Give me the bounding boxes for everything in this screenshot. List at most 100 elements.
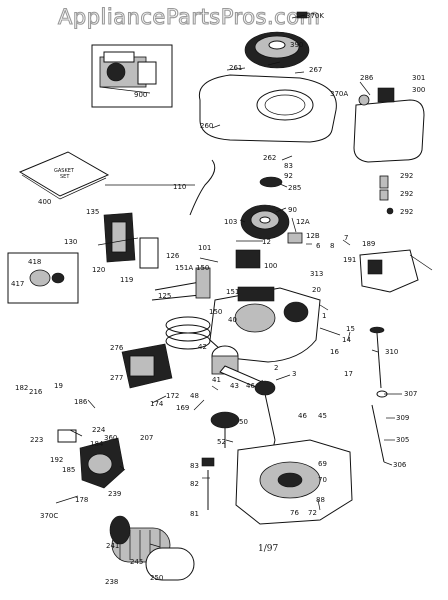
piston-ring-part-3 bbox=[165, 332, 211, 350]
label-82: 82 bbox=[190, 480, 199, 488]
label-135: 135 bbox=[86, 208, 99, 216]
label-50: 50 bbox=[239, 418, 248, 426]
label-223: 223 bbox=[30, 436, 43, 444]
label-400: 400 bbox=[38, 198, 51, 206]
fuel-tank-part bbox=[353, 87, 425, 163]
starter-handle-part bbox=[296, 11, 308, 19]
label-101: 101 bbox=[198, 244, 211, 252]
carburetor-part bbox=[57, 429, 125, 489]
recoil-starter-part bbox=[244, 31, 310, 69]
label-125: 125 bbox=[158, 292, 171, 300]
label-20: 20 bbox=[312, 286, 321, 294]
label-151a: 151A bbox=[175, 264, 193, 272]
label-192: 192 bbox=[50, 456, 63, 464]
piston-part bbox=[211, 345, 263, 389]
part-labels: 370K 390 261 267 370A 286 301 300 900 26… bbox=[11, 12, 425, 586]
label-301: 301 bbox=[412, 74, 425, 82]
label-3: 3 bbox=[292, 370, 296, 378]
leader-lines bbox=[55, 14, 402, 548]
valve-part bbox=[154, 281, 201, 291]
label-14: 14 bbox=[342, 336, 351, 344]
label-306: 306 bbox=[393, 461, 407, 469]
label-262: 262 bbox=[263, 154, 276, 162]
armature-part bbox=[287, 232, 303, 244]
label-6: 6 bbox=[316, 242, 321, 250]
label-7: 7 bbox=[344, 234, 348, 242]
label-245: 245 bbox=[130, 558, 143, 566]
ignition-wire-part bbox=[189, 159, 216, 216]
label-300: 300 bbox=[412, 86, 425, 94]
label-309: 309 bbox=[396, 414, 409, 422]
air-filter-cover-part bbox=[145, 547, 195, 581]
flywheel-nut-part bbox=[259, 176, 283, 188]
label-292b: 292 bbox=[400, 190, 413, 198]
label-184: 184 bbox=[90, 440, 104, 448]
clamp-icon bbox=[386, 207, 394, 215]
label-285: 285 bbox=[288, 184, 301, 192]
label-70: 70 bbox=[318, 476, 327, 484]
engine-assembly-icon bbox=[99, 51, 157, 94]
label-172: 172 bbox=[166, 392, 179, 400]
label-48: 48 bbox=[190, 392, 199, 400]
date-code: 1/97 bbox=[258, 544, 278, 554]
label-12b: 12B bbox=[306, 232, 320, 240]
engine-sump-part bbox=[235, 439, 353, 525]
ignition-module-part bbox=[235, 249, 261, 269]
label-69: 69 bbox=[318, 460, 327, 468]
label-292c: 292 bbox=[400, 208, 413, 216]
label-40: 40 bbox=[228, 316, 237, 324]
label-370c: 370C bbox=[40, 512, 58, 520]
label-150a: 150 bbox=[196, 264, 209, 272]
label-15: 15 bbox=[346, 325, 355, 333]
label-186: 186 bbox=[74, 398, 88, 406]
label-19: 19 bbox=[54, 382, 63, 390]
label-46a: 46 bbox=[246, 382, 255, 390]
gasket-set-label-2: SET bbox=[60, 174, 70, 180]
blower-housing-part bbox=[198, 74, 337, 143]
label-92: 92 bbox=[284, 172, 293, 180]
label-418: 418 bbox=[28, 258, 41, 266]
label-100: 100 bbox=[264, 262, 277, 270]
camshaft-gear-part bbox=[210, 411, 240, 429]
gasket-set-envelope: GASKET SET bbox=[18, 151, 110, 200]
air-cleaner-base-part bbox=[109, 515, 131, 545]
label-224: 224 bbox=[92, 426, 106, 434]
valve-retainer-icon bbox=[51, 272, 65, 284]
breather-cover-part bbox=[103, 212, 136, 263]
label-72: 72 bbox=[308, 509, 317, 517]
label-103: 103 bbox=[224, 218, 237, 226]
fuel-line-part bbox=[379, 175, 389, 189]
label-169: 169 bbox=[176, 404, 189, 412]
dipstick-part bbox=[369, 326, 385, 389]
label-292a: 292 bbox=[400, 172, 413, 180]
label-276: 276 bbox=[110, 344, 124, 352]
label-12a: 12A bbox=[296, 218, 310, 226]
label-45: 45 bbox=[318, 412, 327, 420]
label-12: 12 bbox=[262, 238, 271, 246]
valve-part-2 bbox=[151, 294, 201, 301]
label-46b: 46 bbox=[298, 412, 307, 420]
label-52: 52 bbox=[217, 438, 226, 446]
governor-control-part bbox=[359, 249, 433, 293]
label-277: 277 bbox=[110, 374, 123, 382]
label-90: 90 bbox=[288, 206, 297, 214]
fuel-line-segment bbox=[379, 189, 389, 201]
label-307: 307 bbox=[404, 390, 417, 398]
label-43: 43 bbox=[230, 382, 239, 390]
label-17: 17 bbox=[344, 370, 353, 378]
label-119: 119 bbox=[120, 276, 133, 284]
label-174: 174 bbox=[150, 400, 164, 408]
label-81: 81 bbox=[190, 510, 199, 518]
gasket-set-label-1: GASKET bbox=[54, 168, 75, 174]
label-260: 260 bbox=[200, 122, 213, 130]
label-267: 267 bbox=[309, 66, 322, 74]
label-360: 360 bbox=[104, 434, 117, 442]
breather-gasket-part bbox=[139, 237, 159, 269]
label-76: 76 bbox=[290, 509, 299, 517]
label-16: 16 bbox=[330, 348, 339, 356]
dipstick-tube-part bbox=[371, 404, 385, 463]
label-310: 310 bbox=[385, 348, 398, 356]
valve-spring-icon bbox=[29, 269, 51, 287]
label-900: 900 bbox=[134, 91, 147, 99]
